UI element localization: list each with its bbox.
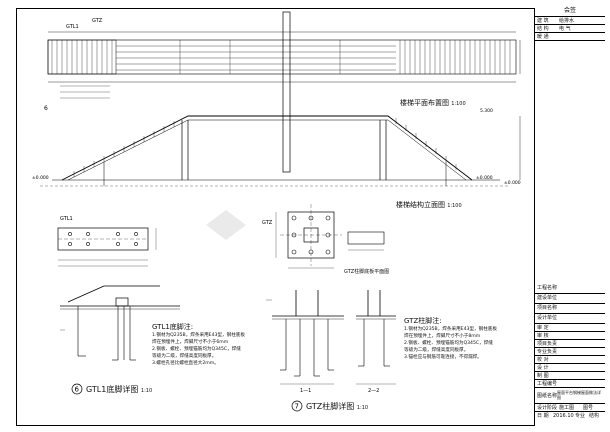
gtz-small-plate [347, 231, 385, 251]
field-label: 工程名称 [537, 284, 558, 291]
stair-plan [47, 11, 521, 173]
discipline-name: 给排水 [559, 17, 575, 24]
field-row: 建设单位 [535, 294, 605, 304]
gtz-detail-title: GTZ柱脚详图 1:10 [306, 401, 368, 412]
bottom-row: 日 期 2016.10 专业 结构 [535, 412, 605, 424]
field-row: 专业负责 [535, 348, 605, 356]
plan-callout: 6 [44, 105, 48, 112]
field-label: 审 核 [537, 332, 549, 339]
field-row: 工程编号 [535, 380, 605, 388]
field-row: 制 图 [535, 372, 605, 380]
field-row: 校 对 [535, 356, 605, 364]
design-stage-value: 施工图 [559, 404, 575, 411]
elevation-title-text: 楼梯结构立面图 [396, 201, 445, 209]
field-row: 设 计 [535, 364, 605, 372]
level-right-2: ±0.000 [504, 180, 521, 186]
gtl1-detail-title: GTL1底脚详图 1:10 [86, 384, 152, 395]
gtl1-notes-title: GTL1底脚注: [152, 323, 194, 331]
gtl1-detail-title-text: GTL1底脚详图 [86, 385, 139, 394]
design-stage-label: 设计阶段 [537, 404, 558, 411]
field-label: 项目负责 [537, 340, 558, 347]
gtz-plan-label: GTZ [262, 220, 273, 226]
gtl1-notes: GTL1底脚注: 1.钢材为Q235B，焊条采用E43型，钢柱底板 焊在预埋件上… [152, 322, 245, 367]
gtl1-note-line: 3.螺栓孔径比螺栓直径大2mm。 [152, 361, 219, 366]
level-right: ±0.000 [476, 175, 493, 181]
title-block-header: 会签 [535, 8, 605, 17]
plan-title-scale: 1:100 [451, 101, 466, 107]
gtz-section-1-label: 1—1 [300, 388, 311, 394]
field-row: 工程名称 [535, 284, 605, 294]
discipline-row: 建 筑 给排水 [535, 17, 605, 25]
gtz-note-line: 等级为二级，焊缝高度同板厚。 [404, 348, 469, 353]
discipline-value: 结构 [589, 412, 600, 419]
date-value: 2016.10 [553, 412, 574, 419]
gtl1-detail-title-scale: 1:10 [140, 388, 153, 394]
gtz-note-line: 3.锚栓应与钢筋可靠连接，不得漏焊。 [404, 355, 482, 360]
gtz-notes: GTZ柱脚注: 1.钢材为Q235B，焊条采用E43型，钢柱底板 焊在预埋件上，… [404, 316, 497, 361]
gtz-note-line: 焊在预埋件上，焊脚尺寸不小于8mm [404, 334, 481, 339]
field-label: 审 定 [537, 324, 549, 331]
drawing-name-row: 图纸名称 屋面平台钢梯屋面做法详图 [535, 388, 605, 404]
gtz-note-line: 2.钢板、螺栓、预埋锚筋均为Q345C，焊缝 [404, 341, 493, 346]
field-label: 工程编号 [537, 380, 558, 387]
gtz-notes-title: GTZ柱脚注: [404, 317, 442, 325]
field-row: 设计单位 [535, 314, 605, 324]
field-row: 项目名称 [535, 304, 605, 314]
gtz-callout-number: 7 [295, 403, 299, 411]
gtl1-callout-number: 6 [75, 386, 80, 394]
drawing-name: 屋面平台钢梯屋面做法详图 [557, 390, 601, 400]
field-row: 审 核 [535, 332, 605, 340]
elevation-title: 楼梯结构立面图 1:100 [396, 200, 462, 210]
gtl1-section [60, 285, 180, 361]
field-row: 项目负责 [535, 340, 605, 348]
date-label: 日 期 [537, 412, 549, 419]
plan-label-gtz: GTZ [92, 18, 103, 24]
field-label: 专业负责 [537, 348, 558, 355]
title-block: 会签 建 筑 给排水 结 构 电 气 暖 通 工程名称 建设单位 项目名称 设计… [534, 8, 605, 426]
discipline-row: 暖 通 [535, 33, 605, 41]
gtz-note-line: 1.钢材为Q235B，焊条采用E43型，钢柱底板 [404, 327, 497, 332]
plan-title-text: 楼梯平面布置图 [400, 99, 449, 107]
plan-label-gtl1: GTL1 [66, 24, 79, 30]
stair-elevation [40, 115, 521, 187]
discipline-code: 结 构 [537, 25, 549, 32]
gtl1-note-line: 2.钢板、螺栓、预埋锚筋均为Q345C，焊缝 [152, 347, 241, 352]
watermark-logo [206, 210, 246, 240]
discipline-row: 结 构 电 气 [535, 25, 605, 33]
discipline-code: 暖 通 [537, 33, 549, 40]
field-label: 设 计 [537, 364, 549, 371]
gtz-detail-title-text: GTZ柱脚详图 [306, 402, 355, 411]
gtl1-note-line: 等级为二级，焊缝高度同板厚。 [152, 354, 217, 359]
gtz-section-2-label: 2—2 [368, 388, 379, 394]
gtz-plan [275, 204, 342, 269]
gtz-detail-title-scale: 1:10 [356, 405, 369, 411]
drawing-no-label: 图号 [583, 404, 594, 411]
gtl1-plan [57, 227, 157, 267]
plan-title: 楼梯平面布置图 1:100 [400, 98, 466, 108]
level-top: 5.300 [480, 108, 493, 114]
field-label: 制 图 [537, 372, 549, 379]
discipline-name: 电 气 [559, 25, 571, 32]
field-row: 审 定 [535, 324, 605, 332]
elevation-title-scale: 1:100 [447, 203, 462, 209]
bottom-row: 设计阶段 施工图 图号 [535, 404, 605, 412]
gtl1-plan-label: GTL1 [60, 216, 73, 222]
gtz-plan-caption: GTZ柱脚底板平面图 [344, 269, 390, 275]
drawing-name-label: 图纸名称 [537, 393, 558, 399]
field-label: 校 对 [537, 356, 549, 363]
field-label: 设计单位 [537, 314, 558, 321]
gtz-section-1 [266, 290, 344, 385]
field-label: 建设单位 [537, 294, 558, 301]
field-label: 项目名称 [537, 304, 558, 311]
gtz-section-2 [356, 290, 396, 385]
gtl1-note-line: 焊在预埋件上，焊脚尺寸不小于6mm [152, 340, 229, 345]
level-left: ±0.000 [32, 175, 49, 181]
discipline-label: 专业 [575, 412, 586, 419]
discipline-code: 建 筑 [537, 17, 549, 24]
gtl1-note-line: 1.钢材为Q235B，焊条采用E43型，钢柱底板 [152, 333, 245, 338]
